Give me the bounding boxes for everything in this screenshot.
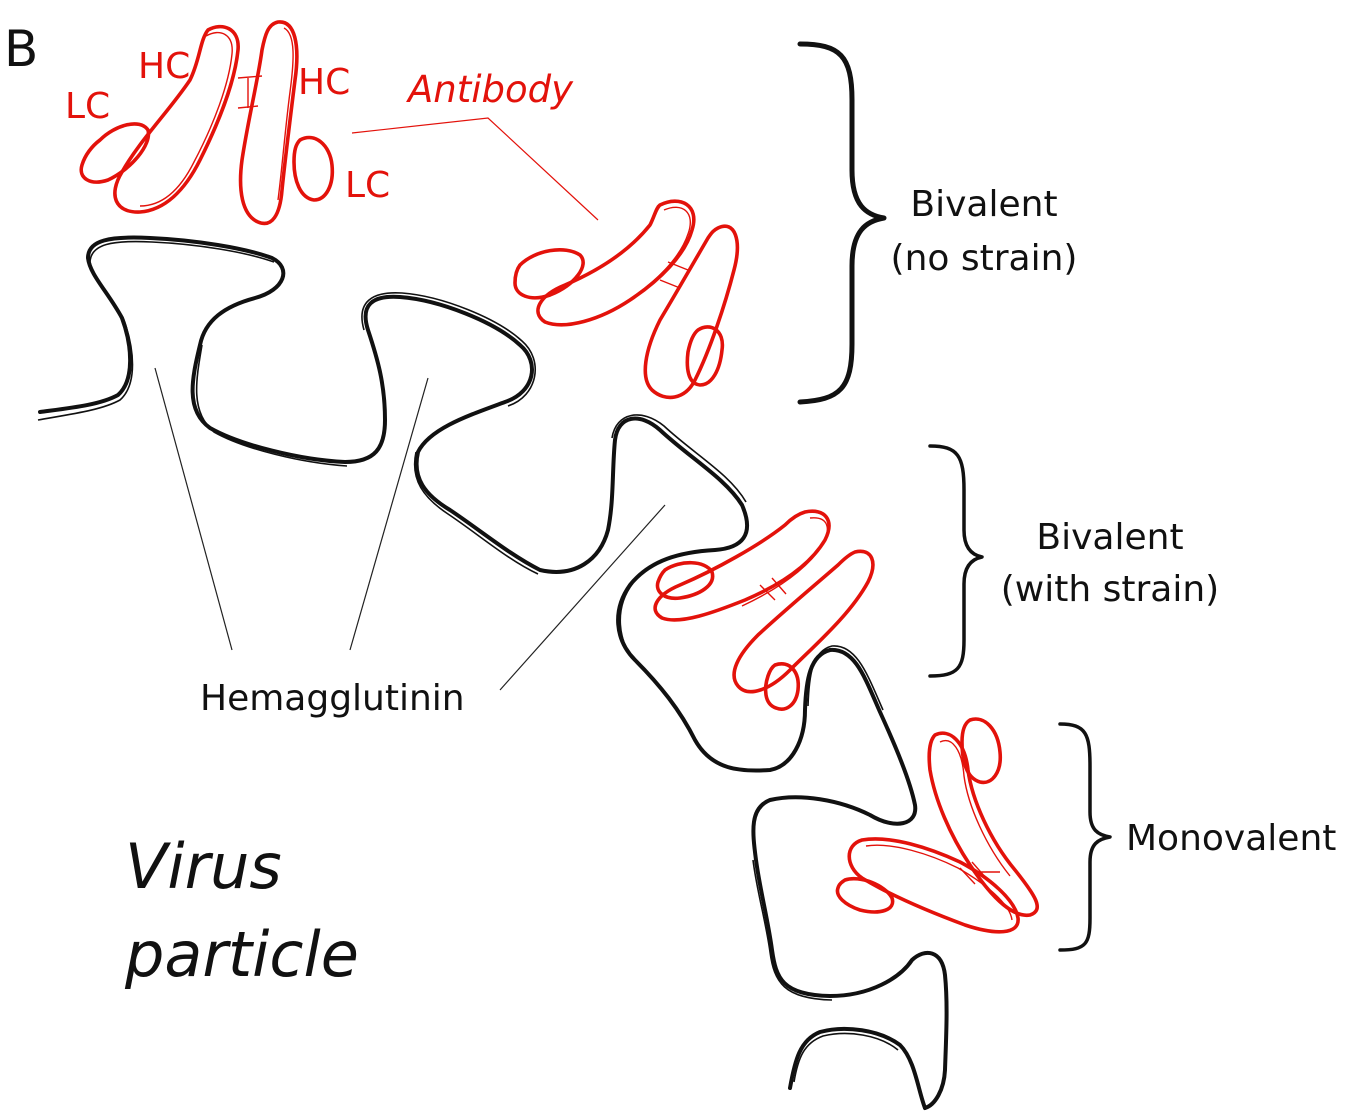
antibody-monovalent [835,717,1039,934]
bivalent-with-strain-line1: Bivalent [1036,517,1183,558]
lc-right-label: LC [345,165,390,206]
antibody-leader-line [351,117,599,221]
braces [797,41,1112,952]
hemagglutinin-leader-line-3 [499,504,666,691]
hemagglutinin-leader-line-2 [349,377,429,651]
monovalent-label: Monovalent [1126,818,1336,859]
virus-label-line1: Virus [125,830,282,903]
hemagglutinin-leader-line-1 [154,367,233,651]
leader-lines [154,117,666,691]
antibody-bivalent-no-strain [513,199,739,400]
bivalent-no-strain-line1: Bivalent [910,184,1057,225]
hc-left-label: HC [138,46,190,87]
antibody-top [79,20,335,226]
brace-bivalent-with-strain [928,444,984,678]
brace-bivalent-no-strain [797,41,887,405]
panel-label: B [4,20,38,78]
virus-label-line2: particle [124,918,359,991]
hc-right-label: HC [298,62,350,103]
bivalent-no-strain-line2: (no strain) [891,238,1078,279]
brace-monovalent [1058,722,1112,952]
antibody-label: Antibody [406,68,574,111]
lc-left-label: LC [65,86,110,127]
virus-surface-outline [37,235,949,1110]
bivalent-with-strain-line2: (with strain) [1001,569,1219,610]
hemagglutinin-label: Hemagglutinin [200,678,465,719]
antibody-bivalent-with-strain [653,509,875,711]
